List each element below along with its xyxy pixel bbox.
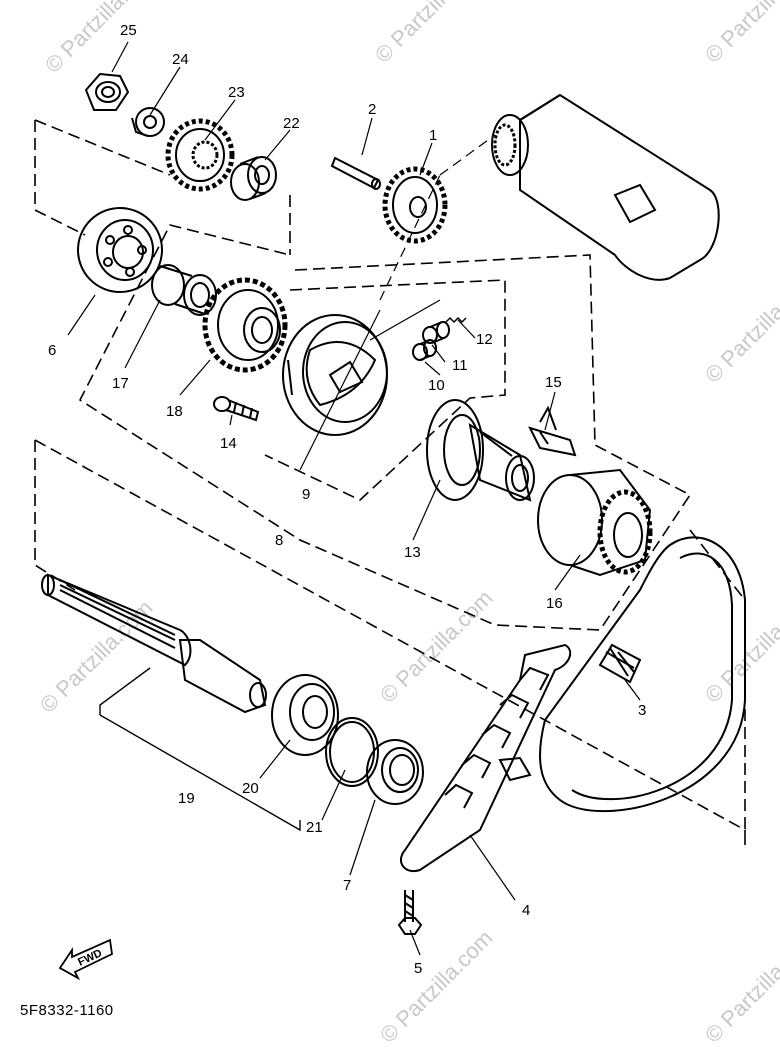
callout-12: 12 (476, 331, 493, 348)
part-10-roller (412, 339, 437, 361)
callout-3: 3 (638, 702, 646, 719)
diagram-code: 5F8332-1160 (20, 1002, 114, 1019)
callout-18: 18 (166, 403, 183, 420)
callout-22: 22 (283, 115, 300, 132)
bracket-19 (99, 667, 151, 715)
callout-24: 24 (172, 51, 189, 68)
group-outline-8 (78, 224, 692, 631)
callout-15: 15 (545, 374, 562, 391)
callout-7: 7 (343, 877, 351, 894)
part-18-gear (202, 277, 288, 373)
fwd-arrow (58, 938, 113, 981)
callout-8: 8 (275, 532, 283, 549)
part-16-gear-drum (537, 468, 653, 577)
part-7-oil-seal (366, 739, 424, 805)
part-19-shaft (41, 573, 267, 714)
part-4-chain-guide (400, 643, 572, 873)
callout-10: 10 (428, 377, 445, 394)
callout-13: 13 (404, 544, 421, 561)
part-1-idler-gear (382, 166, 448, 244)
part-13-clutch-hub (426, 399, 535, 502)
part-2-pin (330, 156, 381, 190)
group-outline-3 (689, 529, 746, 845)
part-12-spring (445, 316, 467, 324)
part-3-chain-link (598, 643, 642, 684)
part-9-clutch (282, 314, 388, 436)
callout-4: 4 (522, 902, 530, 919)
part-23-gear (165, 118, 235, 192)
drive-chain (539, 536, 746, 813)
callout-9: 9 (302, 486, 310, 503)
callout-19: 19 (178, 790, 195, 807)
callout-23: 23 (228, 84, 245, 101)
bracket-19b (99, 714, 301, 832)
callout-1: 1 (429, 127, 437, 144)
callout-11: 11 (452, 357, 468, 374)
callout-6: 6 (48, 342, 56, 359)
group-outline-9 (264, 279, 506, 501)
callout-2: 2 (368, 101, 376, 118)
callout-20: 20 (242, 780, 259, 797)
callout-16: 16 (546, 595, 563, 612)
group-outline-top (34, 119, 291, 255)
callout-25: 25 (120, 22, 137, 39)
part-25-nut (84, 72, 130, 111)
part-11-plunger (422, 321, 450, 344)
callout-14: 14 (220, 435, 237, 452)
starter-motor (491, 93, 720, 281)
callout-17: 17 (112, 375, 129, 392)
part-14-bolt (213, 396, 260, 422)
part-22-collar (230, 156, 277, 201)
part-20-bearing (271, 674, 339, 756)
callout-21: 21 (306, 819, 323, 836)
part-21-o-ring (325, 717, 379, 787)
callout-5: 5 (414, 960, 422, 977)
group-outline-19 (34, 439, 746, 835)
part-5-bolt (397, 890, 423, 935)
part-17-bushing (151, 264, 217, 316)
part-6-bearing (77, 207, 163, 293)
part-15-bolt (528, 405, 577, 457)
part-24-lock-washer (131, 107, 165, 137)
